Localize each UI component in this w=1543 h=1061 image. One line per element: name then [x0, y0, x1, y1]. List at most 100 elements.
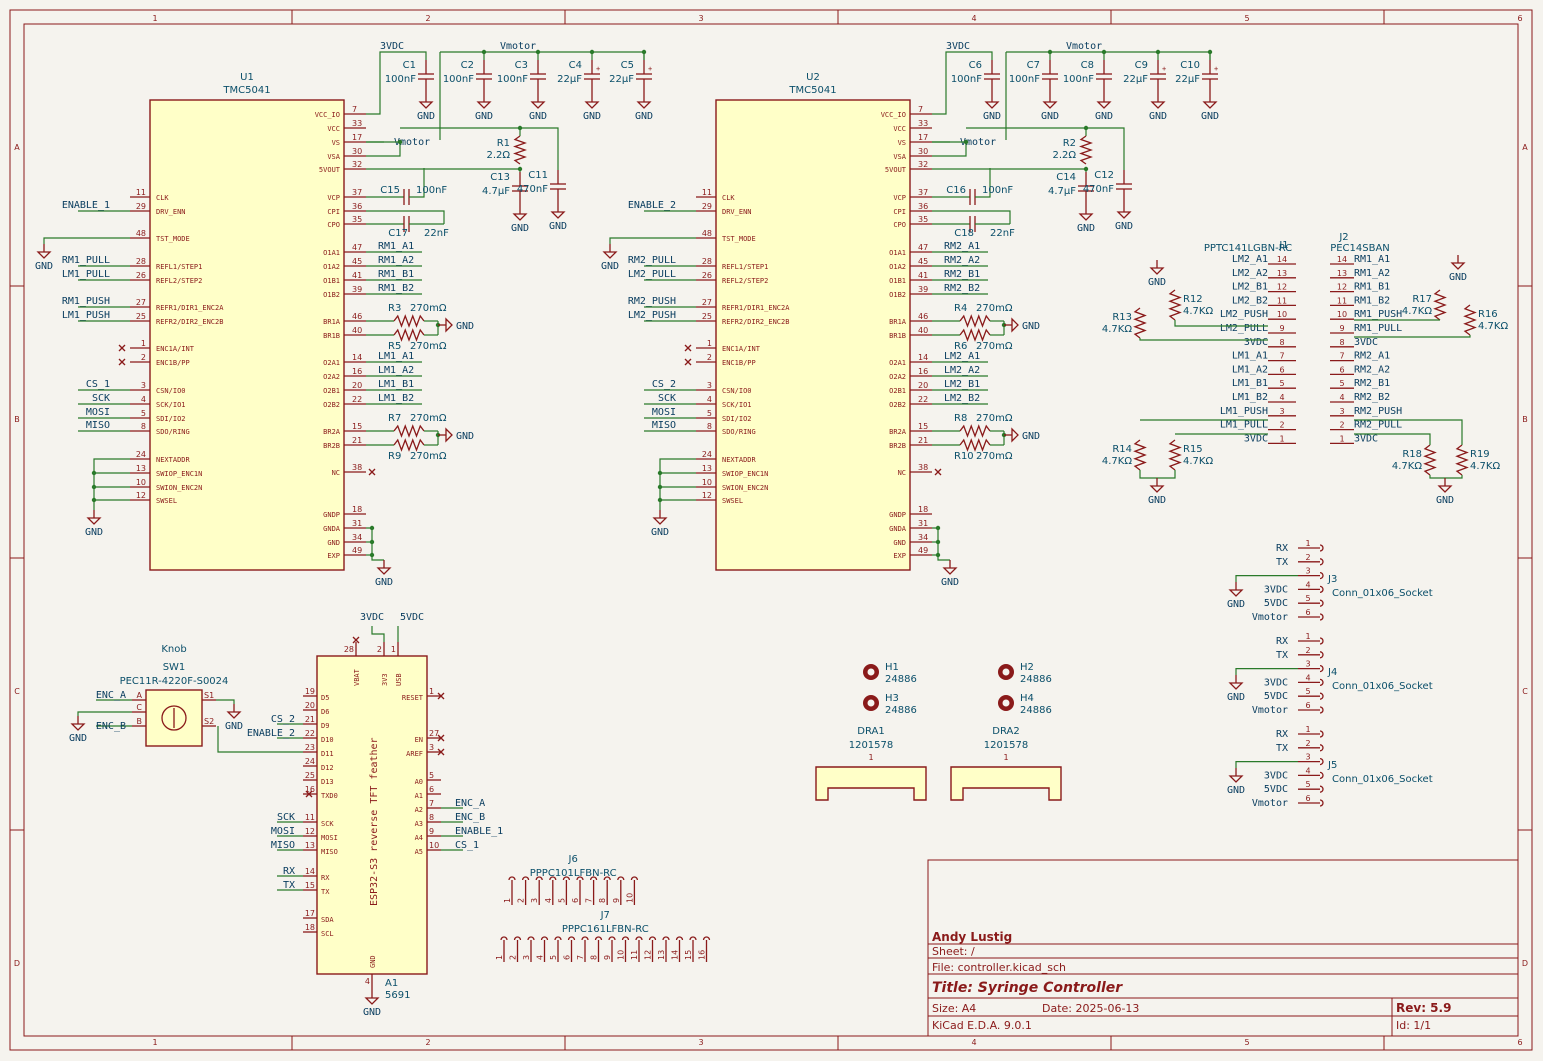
socket-pin-number: 1 — [1305, 632, 1310, 641]
pin-name: O1B2 — [889, 291, 906, 299]
socket-net-label: 3VDC — [1264, 677, 1288, 688]
header-ref: J7 — [600, 910, 610, 921]
header-pin: 3 — [522, 936, 535, 962]
driver-u2[interactable]: U2TMC504111CLK29DRV_ENNENABLE_248TST_MOD… — [601, 41, 1219, 588]
no-connect-mark — [684, 358, 692, 366]
cap-ref: C12 — [1094, 170, 1114, 181]
pullup-value: 4.7KΩ — [1470, 461, 1500, 472]
j2-net-label: RM2_PULL — [1354, 420, 1402, 431]
pullup-ref: R19 — [1470, 449, 1490, 460]
pin-number: 25 — [702, 312, 712, 321]
pullup-value: 4.7KΩ — [1392, 461, 1422, 472]
header-pin-number: 2 — [517, 898, 526, 903]
swsel-wire — [659, 458, 696, 510]
gnd-symbol: GND — [1148, 260, 1166, 288]
junction-dot — [535, 49, 541, 55]
gnd-triangle — [86, 517, 102, 525]
cap-value: 100nF — [497, 74, 528, 85]
c17-value: 22nF — [424, 228, 449, 239]
pin-number: 31 — [918, 519, 928, 528]
header-pin-number: 6 — [563, 955, 572, 960]
gnd-symbol: GND — [475, 94, 493, 122]
pin-number: 47 — [918, 243, 928, 252]
gnd-triangle — [602, 251, 618, 259]
mcu-a1[interactable]: ESP32-S3 reverse TFT featherA1569128VBAT… — [217, 612, 503, 1018]
pullup-wire — [1174, 320, 1268, 327]
cap-ref: C13 — [490, 172, 510, 183]
pin-name: O2A1 — [889, 359, 906, 367]
mcu-top-pin-number: 2 — [377, 645, 382, 654]
pin-number: 10 — [702, 478, 712, 487]
pin-number: 17 — [918, 133, 928, 142]
net-label: SCK — [277, 812, 295, 823]
socket-cup — [1319, 599, 1324, 607]
gnd-label: GND — [1041, 111, 1059, 122]
pin-number: 33 — [918, 119, 928, 128]
swsel-wire — [93, 458, 130, 510]
socket-pin-number: 2 — [1305, 739, 1310, 748]
rotary-encoder-sw1[interactable]: KnobSW1PEC11R-4220F-S0024ACBENC_AENC_BGN… — [69, 644, 243, 747]
pin-name: SWIOP_ENC1N — [156, 470, 202, 478]
junction-dot — [369, 525, 375, 531]
header-pin: 1 — [503, 876, 516, 905]
header-pin-cup — [630, 876, 639, 881]
net-label: RM2_PULL — [628, 255, 676, 266]
pin-number: 32 — [918, 160, 928, 169]
socket-cup — [1319, 771, 1324, 780]
cap-ref: C5 — [621, 60, 634, 71]
socket-gnd-wire — [1235, 760, 1298, 768]
pin-number: 10 — [136, 478, 146, 487]
din-rail-outline — [950, 766, 1062, 801]
j1-pin-number: 2 — [1279, 421, 1284, 430]
j2-pin-number: 7 — [1339, 352, 1344, 361]
header-pin: 10 — [625, 876, 639, 905]
net-label: MOSI — [86, 407, 110, 418]
gnd-symbol: GND — [1449, 255, 1467, 283]
j2-net-label: RM1_PULL — [1354, 323, 1402, 334]
gnd-symbol: GND — [35, 244, 53, 272]
pin-number: 35 — [352, 215, 362, 224]
c15-wire — [975, 168, 991, 198]
gnd-label: GND — [456, 321, 474, 332]
pin-number: 14 — [305, 867, 315, 876]
j1-net-label: LM2_A1 — [1232, 254, 1268, 265]
frame-row-label: A — [1522, 143, 1528, 152]
nc-stroke — [352, 636, 360, 644]
resistor-zigzag — [1455, 444, 1469, 476]
pin-number: 17 — [352, 133, 362, 142]
socket-connectors[interactable]: 1RX2TX343VDC55VDC6VmotorGNDJ3Conn_01x06_… — [1227, 539, 1433, 809]
net-label: RM2_B1 — [944, 269, 980, 280]
net-label: Vmotor — [394, 137, 430, 148]
resistor-zigzag — [513, 135, 527, 165]
net-label: CS_2 — [271, 714, 295, 725]
pin-name: O1A1 — [889, 249, 906, 257]
header-value: PPPC161LFBN-RC — [562, 924, 649, 935]
gnd-triangle — [376, 567, 392, 575]
frame-col-label: 4 — [971, 14, 976, 23]
nc-stroke — [684, 344, 692, 352]
junction-dot — [369, 539, 375, 545]
pin-name: VCC — [893, 125, 906, 133]
gnd-triangle — [1116, 211, 1132, 219]
gnd-label: GND — [35, 261, 53, 272]
socket-cup — [1319, 706, 1324, 714]
pin-number: 5 — [429, 771, 434, 780]
driver-u1[interactable]: U1TMC504111CLK29DRV_ENNENABLE_148TST_MOD… — [35, 41, 653, 588]
header-pin-cup — [635, 936, 643, 941]
